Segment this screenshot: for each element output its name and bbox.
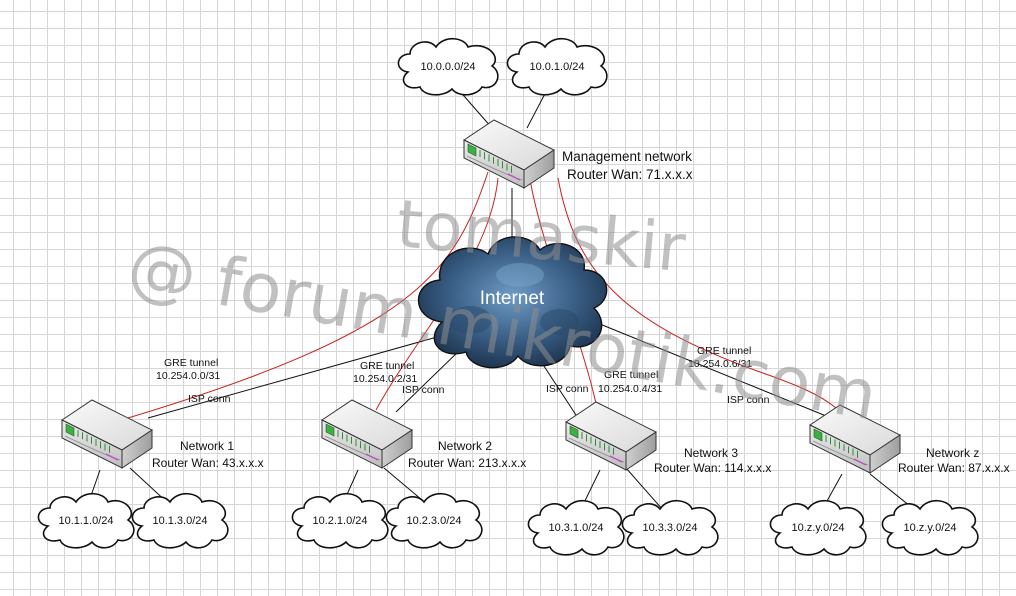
gre-tunnel-1-title: GRE tunnel — [164, 357, 218, 369]
subnet-clouds-layer: 10.0.0.0/24 10.0.1.0/24 10.1.1.0/24 10.1.3.… — [37, 37, 979, 556]
nz-subnet-cloud-2-label: 10.z.y.0/24 — [904, 522, 957, 534]
branch-z-name: Network z — [926, 446, 979, 460]
gre-tunnel-3-title: GRE tunnel — [604, 369, 658, 381]
management-router — [463, 119, 555, 189]
gre-tunnel-1-subnet: 10.254.0.0/31 — [156, 370, 220, 382]
n3-subnet-cloud-1-label: 10.3.1.0/24 — [548, 522, 603, 534]
n3-subnet-cloud-2: 10.3.3.0/24 — [621, 499, 719, 556]
mgmt-subnet-cloud-1-label: 10.0.0.0/24 — [420, 61, 475, 73]
n1-subnet-cloud-1-shape — [37, 492, 135, 549]
branch-2-router — [321, 399, 413, 469]
mgmt-subnet-cloud-1-shape — [397, 37, 499, 96]
n1-subnet-cloud-1: 10.1.1.0/24 — [37, 492, 135, 549]
mgmt-subnet-cloud-2-label: 10.0.1.0/24 — [529, 61, 584, 73]
isp-conn-2: ISP conn — [402, 384, 445, 396]
branch-3-wan: Router Wan: 114.x.x.x — [654, 461, 771, 475]
labels-layer: Management network Router Wan: 71.x.x.x … — [152, 149, 1010, 475]
n1-subnet-cloud-2-label: 10.1.3.0/24 — [152, 515, 207, 527]
branch-3-name: Network 3 — [684, 446, 738, 460]
watermark-line-1: tomaskir — [394, 185, 690, 287]
n2-subnet-cloud-2: 10.2.3.0/24 — [385, 492, 483, 549]
branch-1-name: Network 1 — [180, 439, 234, 453]
nz-subnet-cloud-1-shape — [769, 499, 867, 556]
branch-1-router — [61, 399, 153, 469]
mgmt-subnet-cloud-1: 10.0.0.0/24 — [397, 37, 499, 96]
gre-tunnel-nz — [557, 177, 837, 409]
isp-conn-1: ISP conn — [188, 393, 231, 405]
n1-subnet-cloud-2: 10.1.3.0/24 — [131, 492, 229, 549]
isp-conn-3: ISP conn — [546, 383, 589, 395]
isp-conn-z: ISP conn — [727, 394, 770, 406]
n2-subnet-cloud-2-shape — [385, 492, 483, 549]
nz-subnet-cloud-1: 10.z.y.0/24 — [769, 499, 867, 556]
n3-subnet-cloud-2-label: 10.3.3.0/24 — [642, 522, 697, 534]
isp-link-nz — [589, 319, 837, 421]
n3-subnet-cloud-1-shape — [527, 499, 625, 556]
isp-link-n2 — [395, 347, 463, 413]
gre-tunnel-z-title: GRE tunnel — [697, 345, 751, 357]
management-router-wan: Router Wan: 71.x.x.x — [567, 167, 693, 182]
gre-tunnel-n1 — [127, 171, 489, 419]
internet-cloud: Internet — [417, 236, 608, 369]
branch-2-wan: Router Wan: 213.x.x.x — [408, 456, 526, 470]
management-network-title: Management network — [562, 149, 692, 164]
watermark: tomaskir @ forum.mikrotik.com — [122, 185, 883, 436]
routers-layer — [61, 119, 901, 474]
branch-2-name: Network 2 — [438, 439, 492, 453]
branch-3-router — [565, 401, 657, 471]
n3-subnet-cloud-2-shape — [621, 499, 719, 556]
n1-subnet-cloud-1-label: 10.1.1.0/24 — [58, 515, 113, 527]
branch-1-wan: Router Wan: 43.x.x.x — [152, 456, 264, 470]
gre-tunnel-2-subnet: 10.254.0.2/31 — [353, 373, 417, 385]
n2-subnet-cloud-2-label: 10.2.3.0/24 — [406, 515, 461, 527]
nz-subnet-cloud-2: 10.z.y.0/24 — [881, 499, 979, 556]
link-n3-subnet-2 — [625, 467, 664, 511]
internet-label: Internet — [480, 288, 545, 309]
mgmt-subnet-cloud-2: 10.0.1.0/24 — [506, 37, 608, 96]
gre-tunnel-2-title: GRE tunnel — [360, 360, 414, 372]
isp-link-n1 — [147, 329, 463, 419]
branch-z-router — [809, 404, 901, 474]
n1-subnet-cloud-2-shape — [131, 492, 229, 549]
branch-z-wan: Router Wan: 87.x.x.x — [898, 461, 1010, 475]
gre-tunnel-z-subnet: 10.254.0.6/31 — [688, 358, 752, 370]
gre-tunnel-3-subnet: 10.254.0.4/31 — [598, 383, 662, 395]
internet-cloud-shape — [417, 236, 608, 369]
nz-subnet-cloud-2-shape — [881, 499, 979, 556]
mgmt-subnet-cloud-2-shape — [506, 37, 608, 96]
n2-subnet-cloud-1-label: 10.2.1.0/24 — [312, 515, 367, 527]
n2-subnet-cloud-1-shape — [291, 492, 389, 549]
n2-subnet-cloud-1: 10.2.1.0/24 — [291, 492, 389, 549]
nz-subnet-cloud-1-label: 10.z.y.0/24 — [792, 522, 845, 534]
isp-link-n3 — [539, 359, 577, 416]
n3-subnet-cloud-1: 10.3.1.0/24 — [527, 499, 625, 556]
